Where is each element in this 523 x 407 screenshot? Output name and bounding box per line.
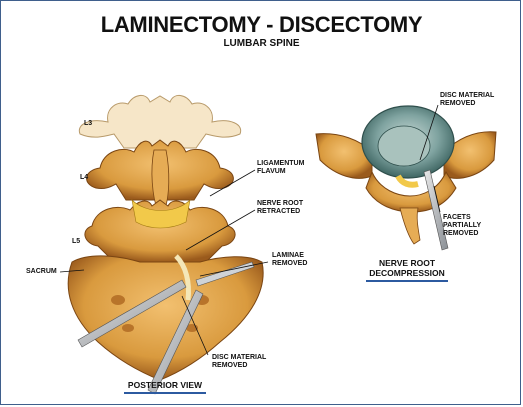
level-label-l4: L4 [80,174,88,182]
laminae-removed-label: LAMINAE REMOVED [272,252,307,268]
posterior-spine-illustration [68,95,263,394]
posterior-view-caption: POSTERIOR VIEW [120,380,210,390]
ligamentum-flavum-label: LIGAMENTUM FLAVUM [257,160,304,176]
level-label-l3: L3 [84,120,92,128]
facets-partially-removed-label: FACETS PARTIALLY REMOVED [443,214,481,238]
sacrum-label: SACRUM [26,268,57,276]
nerve-root-retracted-label: NERVE ROOT RETRACTED [257,200,303,216]
posterior-view-underline [124,392,206,394]
axial-disc-material-label: DISC MATERIAL REMOVED [440,92,494,108]
nerve-root-decompression-caption: NERVE ROOT DECOMPRESSION [352,258,462,278]
decompression-underline [366,280,448,282]
disc-material-removed-label: DISC MATERIAL REMOVED [212,354,266,370]
level-label-l5: L5 [72,238,80,246]
